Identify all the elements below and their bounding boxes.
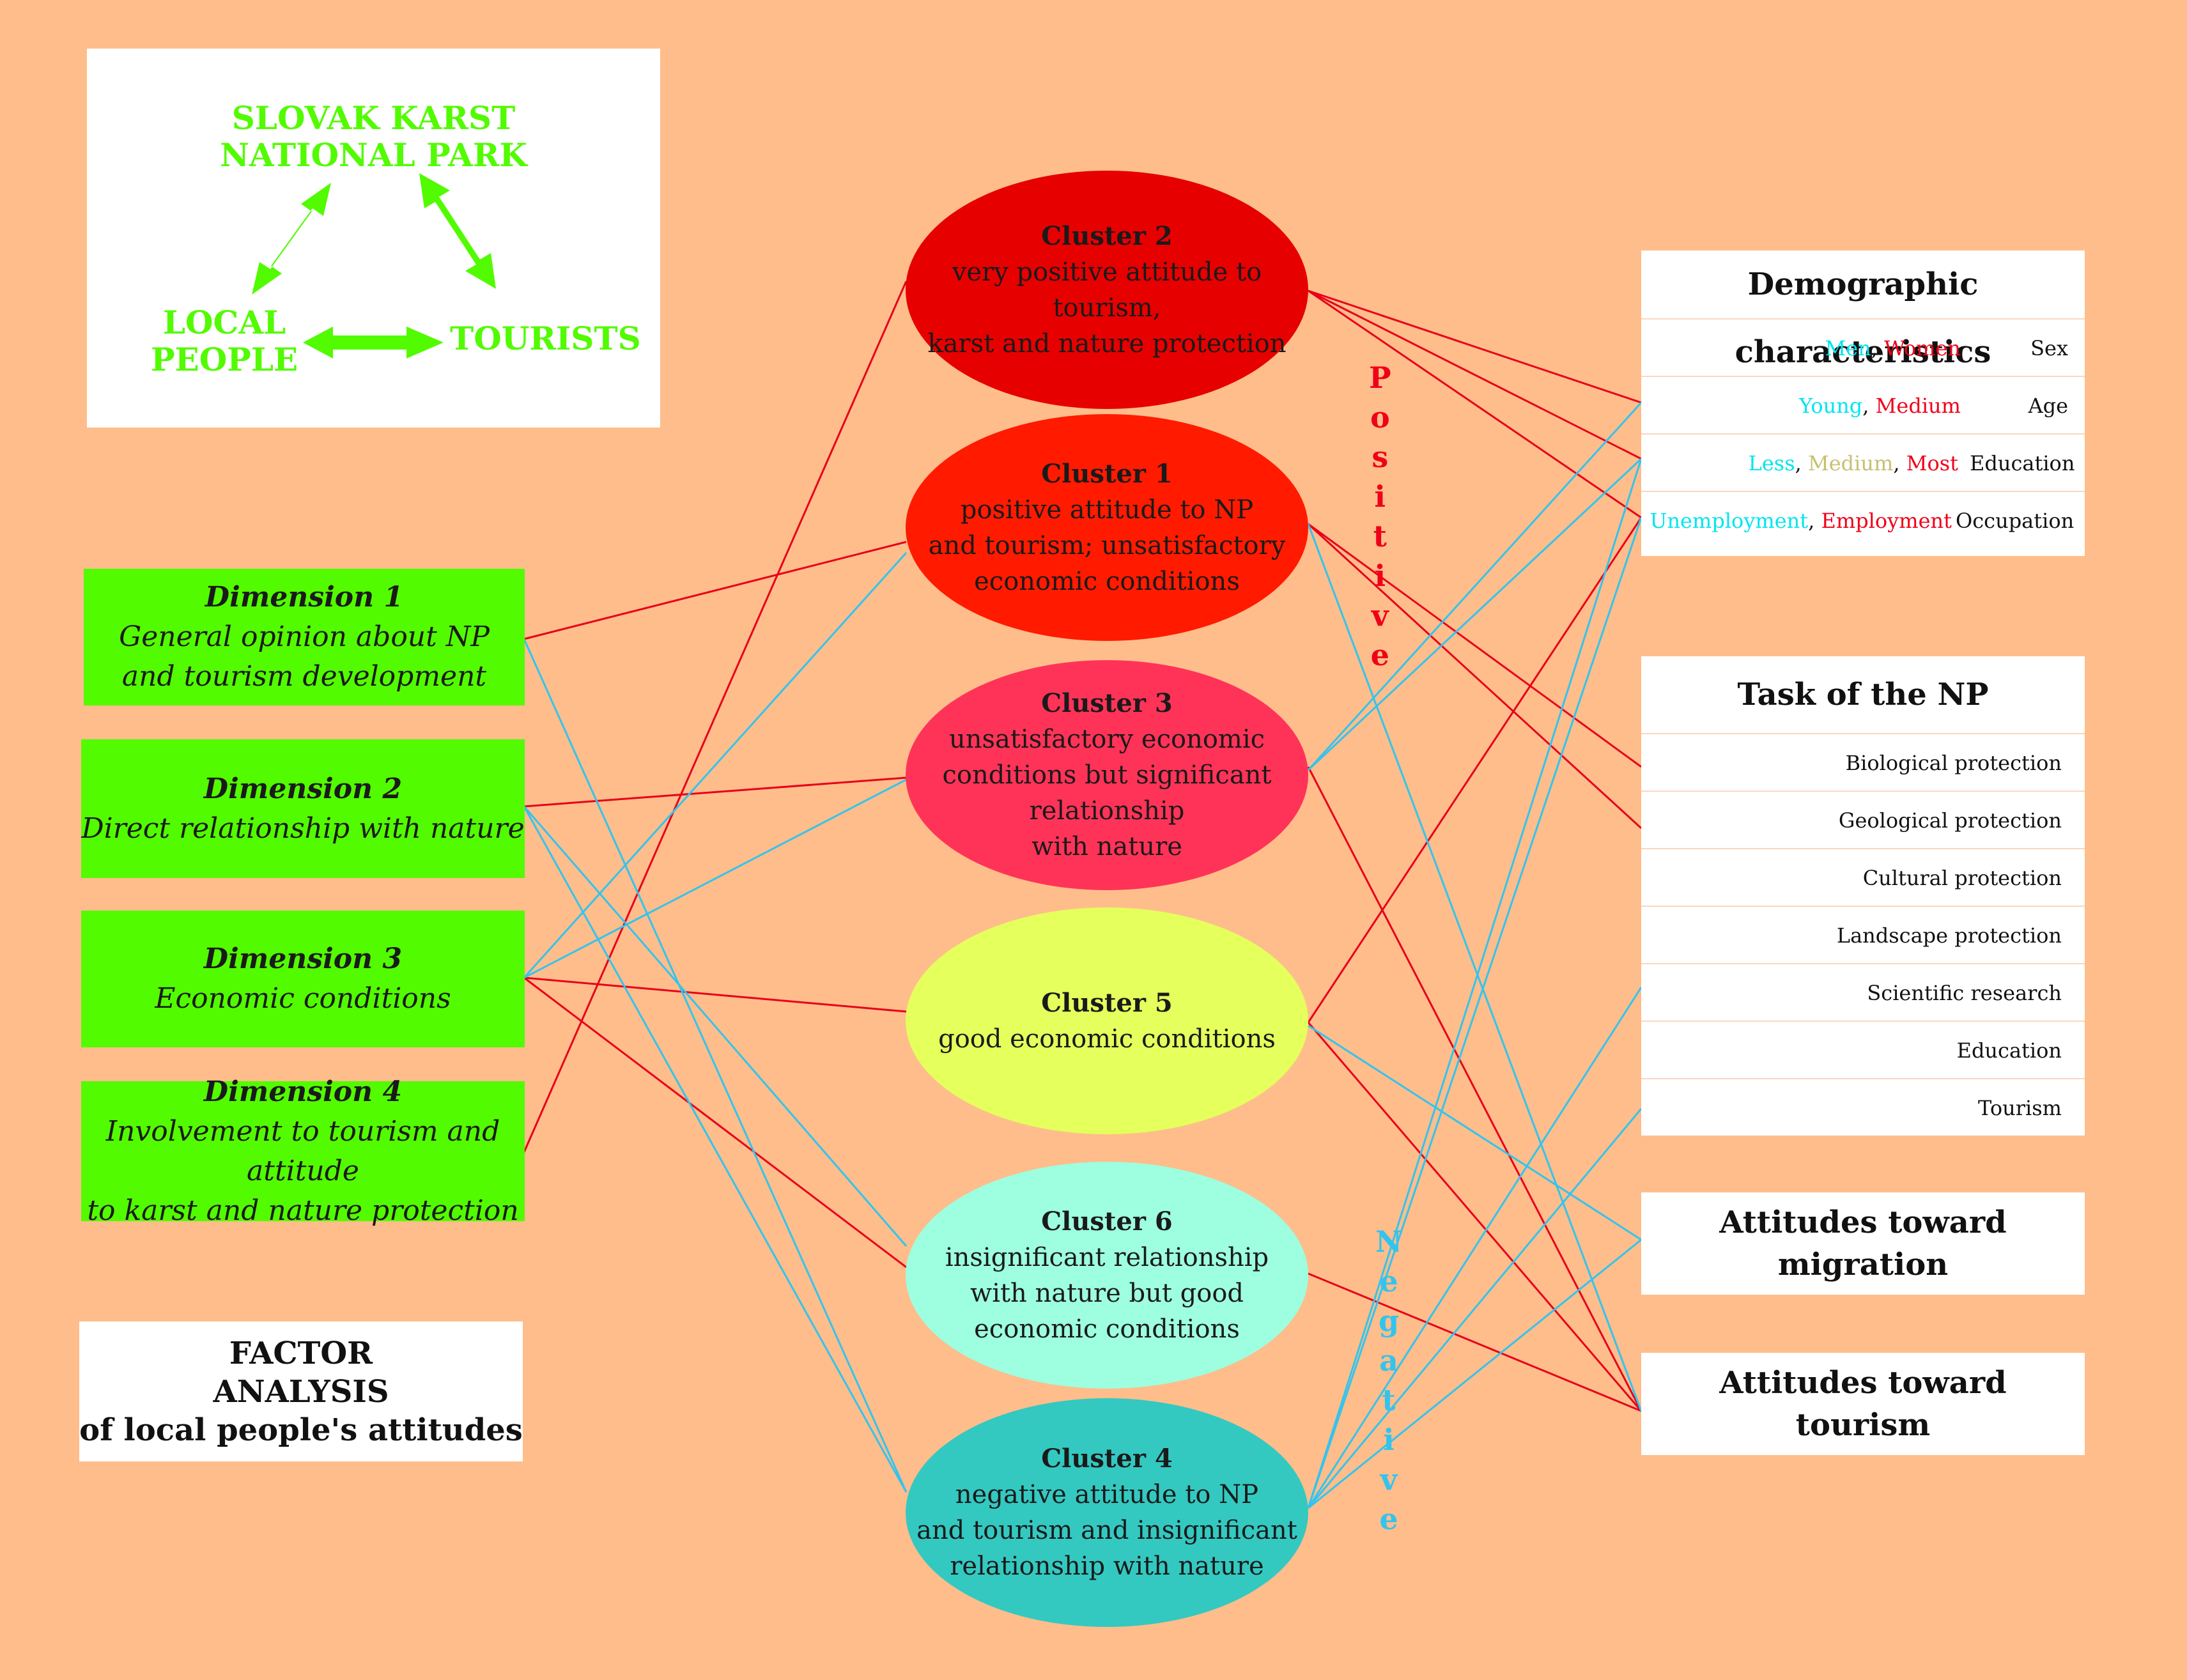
link-c1-tourism bbox=[1307, 523, 1642, 1412]
value-young: Young bbox=[1798, 394, 1863, 418]
key-age: Age bbox=[2028, 394, 2068, 418]
park-arrows bbox=[252, 173, 496, 358]
value-women: Women bbox=[1884, 336, 1961, 360]
value-men: Men bbox=[1825, 336, 1871, 360]
vertical-letter: t bbox=[1373, 519, 1387, 553]
cluster-4-ellipse: Cluster 4 negative attitude to NP and to… bbox=[906, 1398, 1308, 1627]
vertical-letter: o bbox=[1370, 400, 1390, 435]
park-box: SLOVAK KARST NATIONAL PARK LOCAL PEOPLE … bbox=[87, 49, 660, 428]
task-panel: Task of the NP Biological protection Geo… bbox=[1641, 656, 2085, 1136]
vertical-letter: i bbox=[1374, 559, 1386, 593]
link-c4-tourismtask bbox=[1307, 1108, 1642, 1509]
value-medium-edu: Medium bbox=[1807, 451, 1894, 475]
value-employment: Employment bbox=[1821, 509, 1952, 533]
dimension-4-box: Dimension 4 Involvement to tourism and a… bbox=[81, 1075, 525, 1227]
value-medium: Medium bbox=[1875, 394, 1961, 418]
factor-analysis-box: FACTOR ANALYSIS of local people's attitu… bbox=[79, 1322, 523, 1461]
double-arrow-icon bbox=[303, 327, 444, 358]
link-d2-c3 bbox=[523, 776, 907, 808]
task-item: Cultural protection bbox=[1641, 848, 2085, 907]
vertical-letter: t bbox=[1382, 1383, 1396, 1417]
link-c5-education bbox=[1307, 517, 1642, 1023]
link-d3-c5 bbox=[523, 976, 907, 1013]
link-c2-occupation bbox=[1308, 289, 1642, 519]
link-d1-c1 bbox=[523, 541, 907, 640]
link-c5-tourism bbox=[1307, 1022, 1642, 1412]
link-c6-tourism bbox=[1308, 1272, 1642, 1412]
link-c5-migration bbox=[1308, 1024, 1642, 1241]
tourists-label: TOURISTS bbox=[450, 320, 641, 357]
dimension-3-box: Dimension 3 Economic conditions bbox=[81, 911, 525, 1047]
link-d1-c4 bbox=[523, 638, 908, 1493]
task-title: Task of the NP bbox=[1737, 677, 1989, 713]
vertical-letter: e bbox=[1379, 1264, 1398, 1299]
link-c4-occupation bbox=[1307, 517, 1642, 1509]
link-d2-c4 bbox=[523, 806, 908, 1493]
vertical-letter: e bbox=[1379, 1502, 1398, 1536]
task-item: Geological protection bbox=[1641, 790, 2085, 849]
vertical-letter: v bbox=[1371, 598, 1389, 633]
key-sex: Sex bbox=[2030, 336, 2068, 360]
link-d2-c6 bbox=[523, 806, 908, 1247]
link-c3-age bbox=[1307, 401, 1642, 771]
task-item: Education bbox=[1641, 1021, 2085, 1079]
double-arrow-icon bbox=[419, 173, 496, 289]
vertical-letter: g bbox=[1378, 1304, 1400, 1338]
cluster-6-ellipse: Cluster 6 insignificant relationship wit… bbox=[906, 1162, 1308, 1389]
cluster-5-ellipse: Cluster 5 good economic conditions bbox=[906, 907, 1308, 1134]
link-c3-tourism bbox=[1307, 766, 1642, 1412]
tourism-attitude-box: Attitudes toward tourism bbox=[1641, 1353, 2085, 1455]
demographics-row-sex: Men, Women Sex bbox=[1641, 318, 2085, 377]
link-c2-age bbox=[1308, 289, 1642, 460]
link-c4-scientific bbox=[1307, 987, 1642, 1509]
demographics-title: Demographic characteristics bbox=[1735, 266, 1991, 370]
cluster-3-ellipse: Cluster 3 unsatisfactory economic condit… bbox=[906, 660, 1308, 890]
double-arrow-icon bbox=[252, 183, 331, 295]
link-c1-geo bbox=[1307, 523, 1642, 829]
vertical-letter: e bbox=[1370, 638, 1389, 672]
demographics-row-occupation: Unemployment, Employment Occupation bbox=[1641, 491, 2085, 550]
link-d3-c3 bbox=[523, 778, 907, 979]
negative-links bbox=[523, 401, 1642, 1509]
link-c1-bio bbox=[1308, 523, 1642, 768]
value-unemployment: Unemployment bbox=[1650, 509, 1809, 533]
task-item: Biological protection bbox=[1641, 733, 2085, 792]
dimension-2-box: Dimension 2 Direct relationship with nat… bbox=[81, 739, 525, 878]
link-d4-c2 bbox=[523, 281, 908, 1153]
vertical-letter: i bbox=[1374, 479, 1386, 514]
park-title: SLOVAK KARST NATIONAL PARK bbox=[220, 99, 527, 174]
task-item: Tourism bbox=[1641, 1078, 2085, 1137]
key-occupation: Occupation bbox=[1956, 509, 2075, 533]
link-c2-sex bbox=[1308, 289, 1642, 404]
key-education: Education bbox=[1970, 451, 2075, 475]
demographics-row-education: Less, Medium, Most Education bbox=[1641, 433, 2085, 492]
link-c3-occupation bbox=[1307, 458, 1642, 771]
vertical-letter: i bbox=[1383, 1422, 1395, 1457]
dimension-1-box: Dimension 1 General opinion about NP and… bbox=[84, 569, 525, 705]
local-people-label: LOCAL PEOPLE bbox=[151, 304, 298, 378]
link-d3-c6 bbox=[523, 976, 907, 1268]
vertical-letter: P bbox=[1369, 360, 1391, 395]
positive-links bbox=[523, 281, 1642, 1412]
link-c4-migration bbox=[1308, 1238, 1642, 1509]
vertical-letter: v bbox=[1380, 1462, 1398, 1497]
demographics-panel: Demographic characteristics Men, Women S… bbox=[1641, 250, 2085, 556]
link-d3-c1 bbox=[523, 551, 908, 979]
task-item: Scientific research bbox=[1641, 963, 2085, 1022]
task-item: Landscape protection bbox=[1641, 906, 2085, 964]
cluster-1-ellipse: Cluster 1 positive attitude to NP and to… bbox=[906, 414, 1308, 641]
value-less: Less bbox=[1748, 451, 1795, 475]
migration-box: Attitudes toward migration bbox=[1641, 1192, 2085, 1295]
value-most: Most bbox=[1906, 451, 1958, 475]
cluster-2-ellipse: Cluster 2 very positive attitude to tour… bbox=[906, 171, 1308, 409]
vertical-letter: N bbox=[1375, 1224, 1403, 1259]
demographics-row-age: Young, Medium Age bbox=[1641, 376, 2085, 435]
vertical-letter: a bbox=[1379, 1343, 1398, 1378]
vertical-letter: s bbox=[1372, 440, 1389, 474]
link-c4-education bbox=[1307, 458, 1642, 1509]
